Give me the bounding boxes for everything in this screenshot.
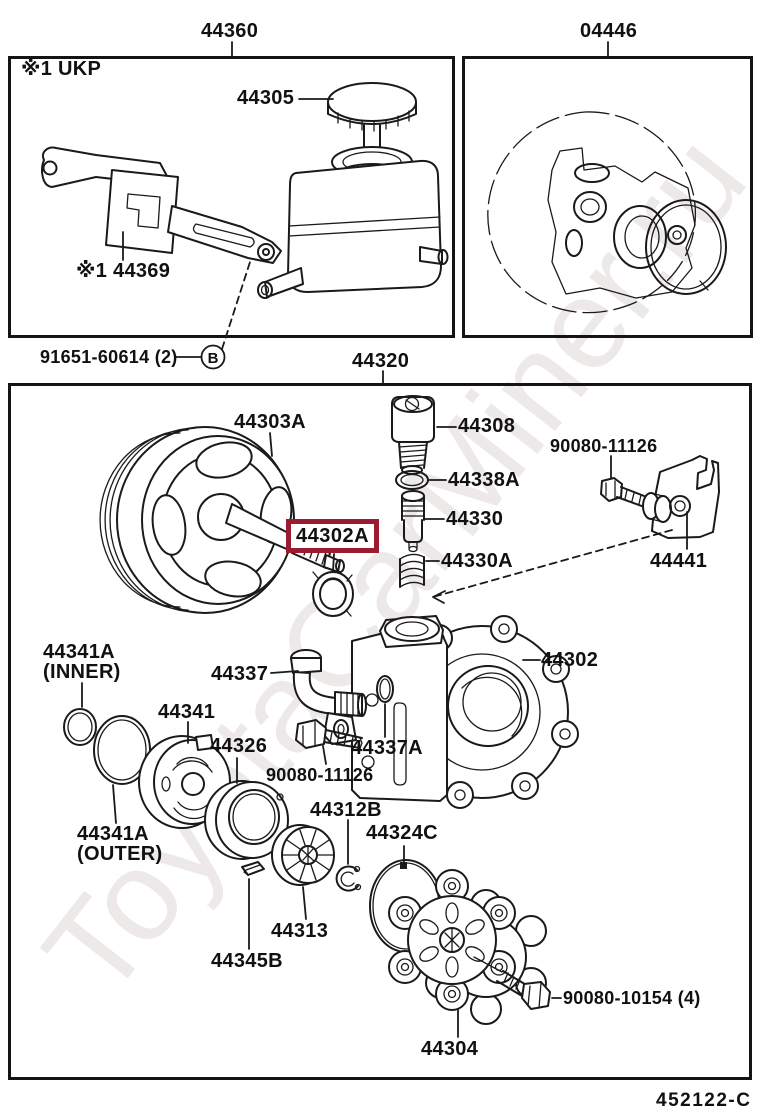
bracket-box-frame: [8, 56, 455, 338]
suction-union-bolt-drawing: [295, 719, 363, 749]
callout-44303a: 44303A: [234, 411, 306, 433]
callout-44302: 44302: [541, 649, 599, 671]
front-housing-drawing: [351, 615, 579, 809]
suction-union-drawing: [290, 649, 367, 745]
cam-ring-drawing: [204, 780, 289, 860]
callout-44360-title: 44360: [201, 20, 259, 42]
inner-oring-drawing: [63, 708, 97, 746]
snap-ring-drawing: [335, 865, 362, 892]
seal-kit-drawing: [487, 111, 727, 314]
pump-box-frame: [8, 383, 752, 1080]
reservoir-bracket-drawing: [41, 146, 282, 264]
callout-44369: ※1 44369: [76, 260, 171, 282]
callout-91651-60614: 91651-60614 (2): [40, 347, 178, 367]
callout-44337a: 44337A: [351, 737, 423, 759]
callout-44338a: 44338A: [448, 469, 520, 491]
callout-44441: 44441: [650, 550, 708, 572]
callout-44341: 44341: [158, 701, 216, 723]
callout-44341a-inner: 44341A (INNER): [43, 642, 121, 683]
callout-44345b: 44345B: [211, 950, 283, 972]
callout-44320-title: 44320: [352, 350, 410, 372]
callout-44324c: 44324C: [366, 822, 438, 844]
union-bolt-oring-drawing: [395, 470, 429, 490]
b-marker: B: [200, 344, 226, 370]
doc-code: 452122-C: [656, 1090, 752, 1111]
callout-04446-title: 04446: [580, 20, 638, 42]
union-bolt-drawing: [391, 395, 435, 475]
leader-lines: [81, 41, 688, 1038]
callout-44341a-outer-number: 44341A: [77, 823, 149, 845]
pulley-drawing: [99, 426, 345, 614]
callout-44330a: 44330A: [441, 550, 513, 572]
suction-union-oring-drawing: [376, 675, 394, 703]
callout-44312b: 44312B: [310, 799, 382, 821]
reservoir-drawing: [257, 82, 449, 299]
rotor-drawing: [271, 824, 335, 886]
valve-spring-drawing: [399, 553, 425, 588]
callout-90080-10154: 90080-10154 (4): [563, 988, 701, 1008]
rear-housing-drawing: [388, 869, 547, 1025]
callout-44305: 44305: [237, 87, 295, 109]
callout-90080-11126-union: 90080-11126: [266, 765, 374, 785]
callout-44341a-inner-number: 44341A: [43, 641, 115, 663]
callout-44302a: 44302A: [295, 524, 370, 547]
callout-44341a-outer-note: (OUTER): [77, 843, 163, 866]
callout-44313: 44313: [271, 920, 329, 942]
callout-44308: 44308: [458, 415, 516, 437]
b-marker-label: B: [208, 350, 219, 367]
callout-44326: 44326: [210, 735, 268, 757]
flow-control-valve-drawing: [401, 490, 425, 553]
vane-key-drawing: [241, 861, 265, 876]
rear-bolt-drawing: [473, 956, 551, 1010]
callout-44330: 44330: [446, 508, 504, 530]
callout-90080-11126-stay: 90080-11126: [550, 436, 658, 456]
callout-44304: 44304: [421, 1038, 479, 1060]
pump-stay-drawing: [642, 455, 720, 539]
seal-kit-box-frame: [462, 56, 753, 338]
callout-44337: 44337: [211, 663, 269, 685]
callout-44341a-inner-note: (INNER): [43, 661, 121, 684]
highlight-box-44302a: 44302A: [286, 519, 379, 553]
variant-note-ukp: ※1 UKP: [21, 58, 102, 80]
callout-44341a-outer: 44341A (OUTER): [77, 824, 162, 865]
shaft-seal-drawing: [312, 571, 354, 617]
